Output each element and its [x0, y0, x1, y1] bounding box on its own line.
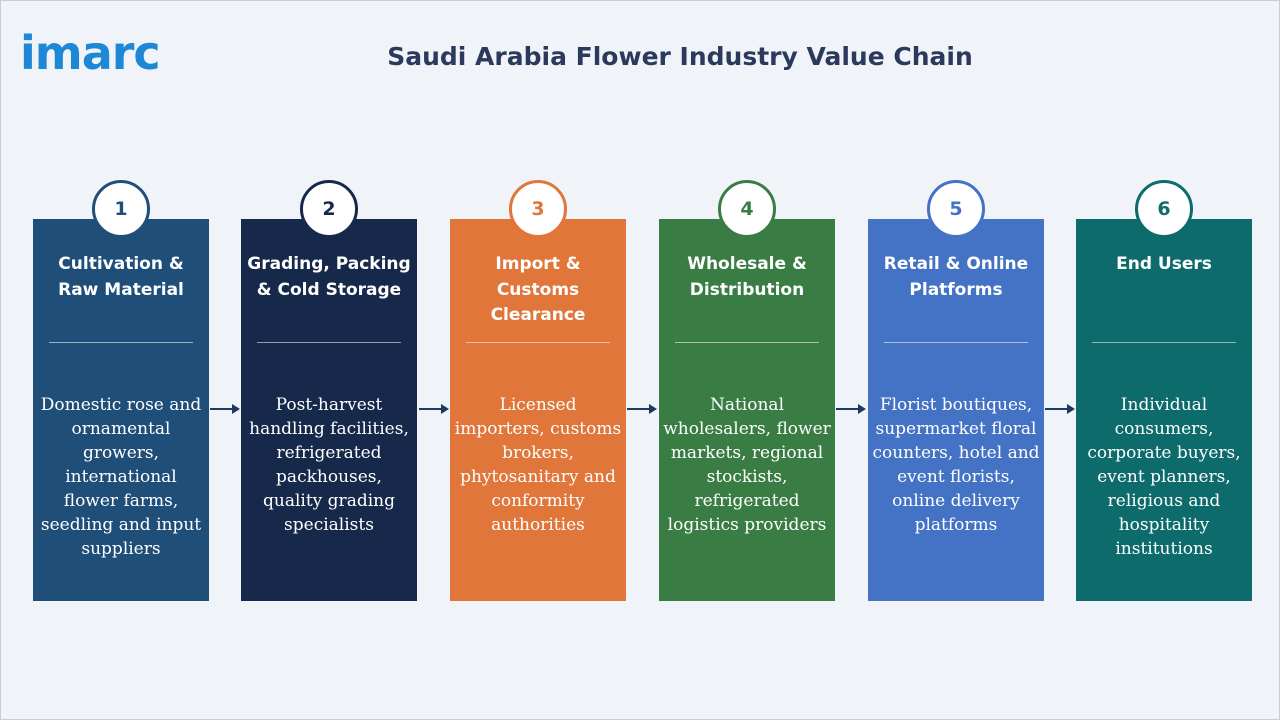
- stage-card-3: Import & Customs Clearance Licensed impo…: [450, 219, 626, 601]
- stage-heading: Grading, Packing & Cold Storage: [247, 254, 411, 300]
- stage-number-badge: 1: [92, 180, 150, 238]
- right-arrow-icon: [836, 404, 866, 414]
- stage-description: Florist boutiques, supermarket floral co…: [872, 395, 1040, 535]
- stage-divider: [257, 342, 401, 343]
- page-title: Saudi Arabia Flower Industry Value Chain: [387, 42, 973, 71]
- stage-card-6: End Users Individual consumers, corporat…: [1076, 219, 1252, 601]
- right-arrow-icon: [419, 404, 449, 414]
- stage-number-badge: 5: [927, 180, 985, 238]
- stage-card-5: Retail & Online Platforms Florist boutiq…: [868, 219, 1044, 601]
- right-arrow-icon: [210, 404, 240, 414]
- stage-card-4: Wholesale & Distribution National wholes…: [659, 219, 835, 601]
- right-arrow-icon: [627, 404, 657, 414]
- stage-card-1: Cultivation & Raw Material Domestic rose…: [33, 219, 209, 601]
- stage-description: Post-harvest handling facilities, refrig…: [249, 395, 409, 535]
- stage-description: Domestic rose and ornamental growers, in…: [40, 395, 202, 559]
- imarc-logo: imarc: [20, 22, 200, 84]
- right-arrow-icon: [1045, 404, 1075, 414]
- stage-description: Licensed importers, customs brokers, phy…: [454, 395, 622, 535]
- stage-heading: Wholesale & Distribution: [687, 254, 807, 300]
- stage-number-badge: 4: [718, 180, 776, 238]
- stage-number-badge: 3: [509, 180, 567, 238]
- stage-heading: End Users: [1116, 254, 1212, 274]
- stage-number-badge: 6: [1135, 180, 1193, 238]
- stage-description: Individual consumers, corporate buyers, …: [1087, 395, 1241, 559]
- stage-divider: [466, 342, 610, 343]
- logo-text: imarc: [20, 26, 161, 80]
- stage-number-badge: 2: [300, 180, 358, 238]
- stage-heading: Retail & Online Platforms: [883, 254, 1029, 300]
- stage-divider: [1092, 342, 1236, 343]
- stage-divider: [884, 342, 1028, 343]
- stage-card-2: Grading, Packing & Cold Storage Post-har…: [241, 219, 417, 601]
- stage-heading: Import & Customs Clearance: [490, 254, 586, 325]
- stage-divider: [49, 342, 193, 343]
- stage-divider: [675, 342, 819, 343]
- stage-description: National wholesalers, flower markets, re…: [663, 395, 831, 535]
- stage-heading: Cultivation & Raw Material: [58, 254, 184, 300]
